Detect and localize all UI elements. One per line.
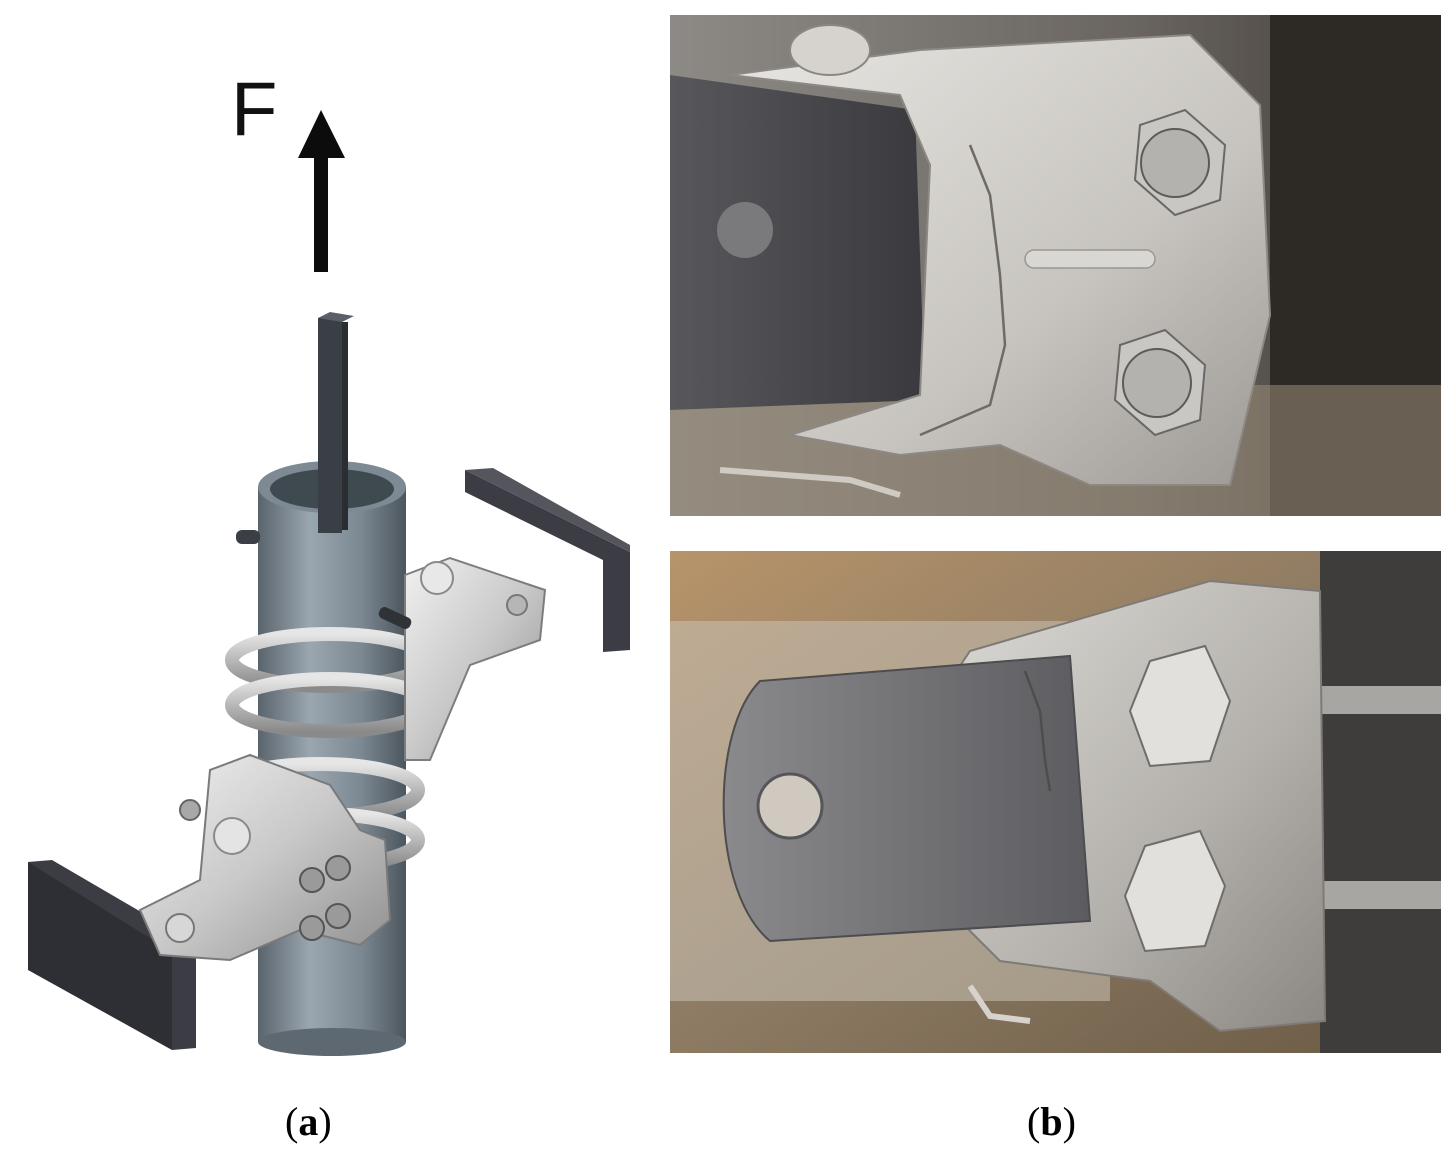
crack-line (919, 144, 1007, 437)
clamp-assembly-render (28, 110, 630, 1056)
panel-a-render: F (0, 0, 660, 1060)
cotter-pin (719, 467, 901, 498)
upper-plate (465, 468, 630, 652)
photo-cracked-clamp-top (670, 15, 1441, 516)
nut-upper-icon (1128, 644, 1232, 768)
lower-plate (28, 860, 196, 1050)
photo-cracked-clamp-bottom (670, 551, 1441, 1053)
cast-lug (722, 654, 1092, 943)
nut-lower-icon (1113, 328, 1207, 437)
lower-clamp (138, 753, 392, 962)
pin (236, 530, 260, 544)
cotter-pin (967, 984, 1031, 1024)
caption-a: (a) (285, 1099, 332, 1144)
caption-b: (b) (1027, 1099, 1076, 1144)
lug-hole (756, 772, 824, 840)
nut-lower-icon (1123, 829, 1227, 953)
force-label: F (231, 67, 278, 152)
nut-upper-icon (1133, 108, 1227, 217)
upper-clamp (378, 556, 547, 761)
crack-line (1023, 670, 1052, 792)
dark-arm (670, 75, 925, 410)
rod (318, 312, 354, 533)
force-arrow-icon (298, 110, 345, 272)
